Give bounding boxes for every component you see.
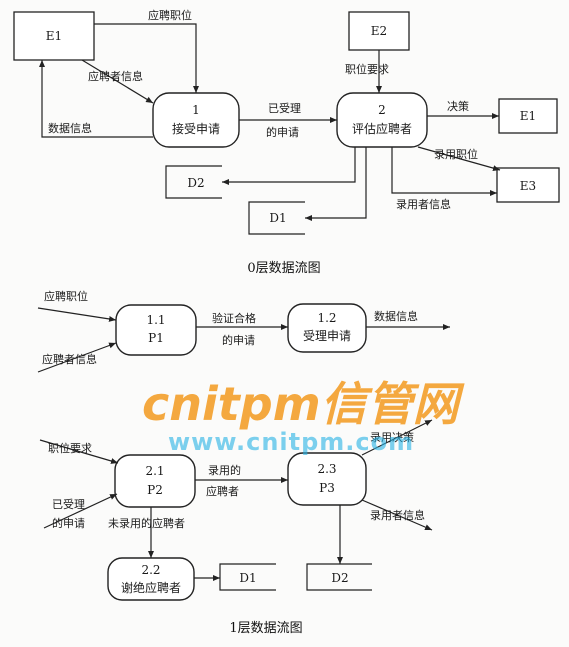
flow-hired-applicant-l1-line1: 录用的 <box>208 463 241 477</box>
flow-applicant-info-l1-label: 应聘者信息 <box>42 352 97 366</box>
flow-accepted-l0-line2: 的申请 <box>266 125 299 139</box>
flow-p2-to-d1-l0 <box>305 147 367 221</box>
process-1 <box>152 92 240 148</box>
flow-accepted-l1-line2: 的申请 <box>52 516 85 530</box>
entity-e3-label: E3 <box>520 179 536 193</box>
flow-hire-decision-l1-label: 录用决策 <box>370 430 414 444</box>
store-d1-l1-outline <box>219 563 276 591</box>
store-d1-l1-label: D1 <box>239 571 256 585</box>
process-1-2 <box>287 303 367 353</box>
flow-position-req-l1-label: 职位要求 <box>48 441 92 455</box>
process-2-1-name: P2 <box>147 483 163 497</box>
flow-hired-info-l0-label: 录用者信息 <box>396 197 451 211</box>
entity-e3 <box>496 167 560 203</box>
process-1-1-number: 1.1 <box>146 313 165 327</box>
entity-e1-right-label: E1 <box>520 109 536 123</box>
process-2-number: 2 <box>378 103 386 117</box>
process-1-1 <box>115 304 197 356</box>
process-2-3-name: P3 <box>319 481 335 495</box>
flow-apply-position-l0 <box>94 23 199 93</box>
store-d2-l1-label: D2 <box>331 571 348 585</box>
store-d1-label: D1 <box>269 211 286 225</box>
store-d1-outline <box>248 201 305 235</box>
process-2 <box>336 92 428 148</box>
process-1-1-name: P1 <box>148 331 164 345</box>
store-d2-outline <box>165 165 222 199</box>
entity-e2 <box>348 11 410 51</box>
flow-data-info-l0-label: 数据信息 <box>48 121 92 135</box>
flow-accepted-l1-line1: 已受理 <box>52 498 85 511</box>
flow-hire-decision-l1 <box>361 419 433 456</box>
process-1-2-number: 1.2 <box>317 311 336 325</box>
level0-diagram: E1 E2 E1 E3 1 接受申请 2 评估应聘者 D2 D1 应聘职位 应聘… <box>13 8 560 276</box>
process-2-name: 评估应聘者 <box>352 121 412 136</box>
entity-e1-left-label: E1 <box>46 29 62 43</box>
flow-hired-info-l0 <box>391 147 497 196</box>
flow-applicant-info-l0 <box>81 59 154 104</box>
process-1-name: 接受申请 <box>172 121 220 136</box>
watermark-url: www.cnitpm.com <box>168 428 414 456</box>
flow-decision-l0-label: 决策 <box>447 99 469 113</box>
flow-applicant-info-l1 <box>37 342 117 373</box>
process-2-1 <box>114 454 196 508</box>
watermark: cnitpm信管网 www.cnitpm.com <box>142 377 465 456</box>
flow-hired-position-l0 <box>417 146 501 171</box>
flow-hired-applicant-l1-line2: 应聘者 <box>206 484 239 498</box>
process-2-2-name: 谢绝应聘者 <box>121 580 181 595</box>
flow-accepted-l1 <box>43 493 118 529</box>
entity-e1-left <box>13 11 95 61</box>
watermark-brand: cnitpm信管网 <box>142 377 465 431</box>
flow-hired-info-l1-label: 录用者信息 <box>370 508 425 522</box>
process-2-3 <box>287 452 367 506</box>
flow-p2-to-d2-l0 <box>222 147 356 185</box>
level1-caption: 1层数据流图 <box>229 621 302 636</box>
flow-data-info-l0 <box>39 60 153 138</box>
flow-position-req-l0-label: 职位要求 <box>345 62 389 76</box>
flow-verified-l1-line1: 验证合格 <box>212 311 256 325</box>
flow-hired-position-l0-label: 录用职位 <box>434 147 478 161</box>
flow-apply-position-l1 <box>37 307 117 322</box>
store-d2-label: D2 <box>187 176 204 190</box>
flow-data-info-l1-label: 数据信息 <box>374 309 418 323</box>
level1-diagram: 1.1 P1 1.2 受理申请 应聘职位 应聘者信息 验证合格 的申请 数据信息… <box>37 289 450 636</box>
process-2-2-number: 2.2 <box>141 563 160 577</box>
flow-applicant-info-l0-label: 应聘者信息 <box>88 69 143 83</box>
process-2-3-number: 2.3 <box>317 462 336 476</box>
flow-not-hired-l1-label: 未录用的应聘者 <box>108 516 185 530</box>
flow-verified-l1-line2: 的申请 <box>222 333 255 347</box>
entity-e1-right <box>498 98 558 134</box>
flow-hired-info-l1 <box>361 499 433 531</box>
level0-caption: 0层数据流图 <box>247 261 320 276</box>
flow-apply-position-l0-label: 应聘职位 <box>148 8 192 22</box>
process-1-number: 1 <box>192 103 200 117</box>
flow-accepted-l0-line1: 已受理 <box>268 102 301 115</box>
process-1-2-name: 受理申请 <box>303 329 351 343</box>
entity-e2-label: E2 <box>371 24 387 38</box>
flow-apply-position-l1-label: 应聘职位 <box>44 289 88 303</box>
process-2-1-number: 2.1 <box>145 464 164 478</box>
flow-position-req-l1 <box>39 439 119 464</box>
